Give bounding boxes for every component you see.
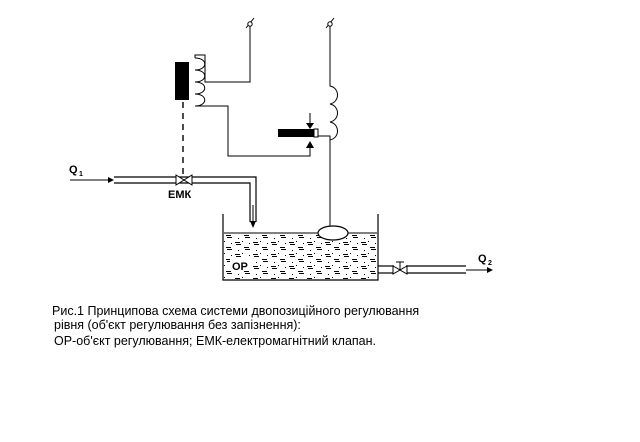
control-wire — [195, 105, 311, 157]
outflow-label-subscript: 2 — [488, 260, 492, 267]
inflow-label-subscript: 1 — [79, 171, 83, 178]
object-label: ОР — [232, 261, 248, 273]
level-float — [317, 225, 349, 241]
valve-label: ЕМК — [168, 189, 192, 201]
solenoid-core — [175, 62, 189, 100]
contact-arrow-up — [306, 141, 314, 148]
inlet-arrow — [250, 205, 256, 228]
level-control-schematic: Q 1 ЕМК ОР — [69, 17, 493, 281]
contact-strip — [278, 129, 314, 137]
outflow-label: Q — [478, 253, 487, 265]
inflow-arrow — [70, 177, 114, 183]
outlet-pipe — [378, 265, 466, 274]
contact-pivot — [313, 128, 319, 138]
contact-arrow-down — [306, 123, 314, 129]
inflow-label: Q — [69, 164, 78, 176]
caption-line-1: Рис.1 Принципова схема системи двопозиці… — [52, 304, 420, 318]
caption-line-3: ОР-об'єкт регулювання; ЕМК-електромагніт… — [54, 334, 377, 348]
outflow-arrow — [466, 267, 493, 273]
solenoid-coil — [194, 57, 206, 107]
supply-wire-left — [194, 17, 255, 83]
inlet-pipe — [114, 176, 257, 222]
tank-liquid — [224, 233, 377, 279]
tank-wall — [222, 214, 379, 281]
electromagnetic-valve — [175, 174, 193, 186]
terminal-right — [327, 21, 333, 27]
outlet-valve — [392, 261, 408, 275]
caption-line-2: рівня (об'єкт регулювання без запізнення… — [54, 318, 301, 332]
terminal-left — [247, 21, 253, 27]
supply-wire-right — [318, 17, 338, 226]
